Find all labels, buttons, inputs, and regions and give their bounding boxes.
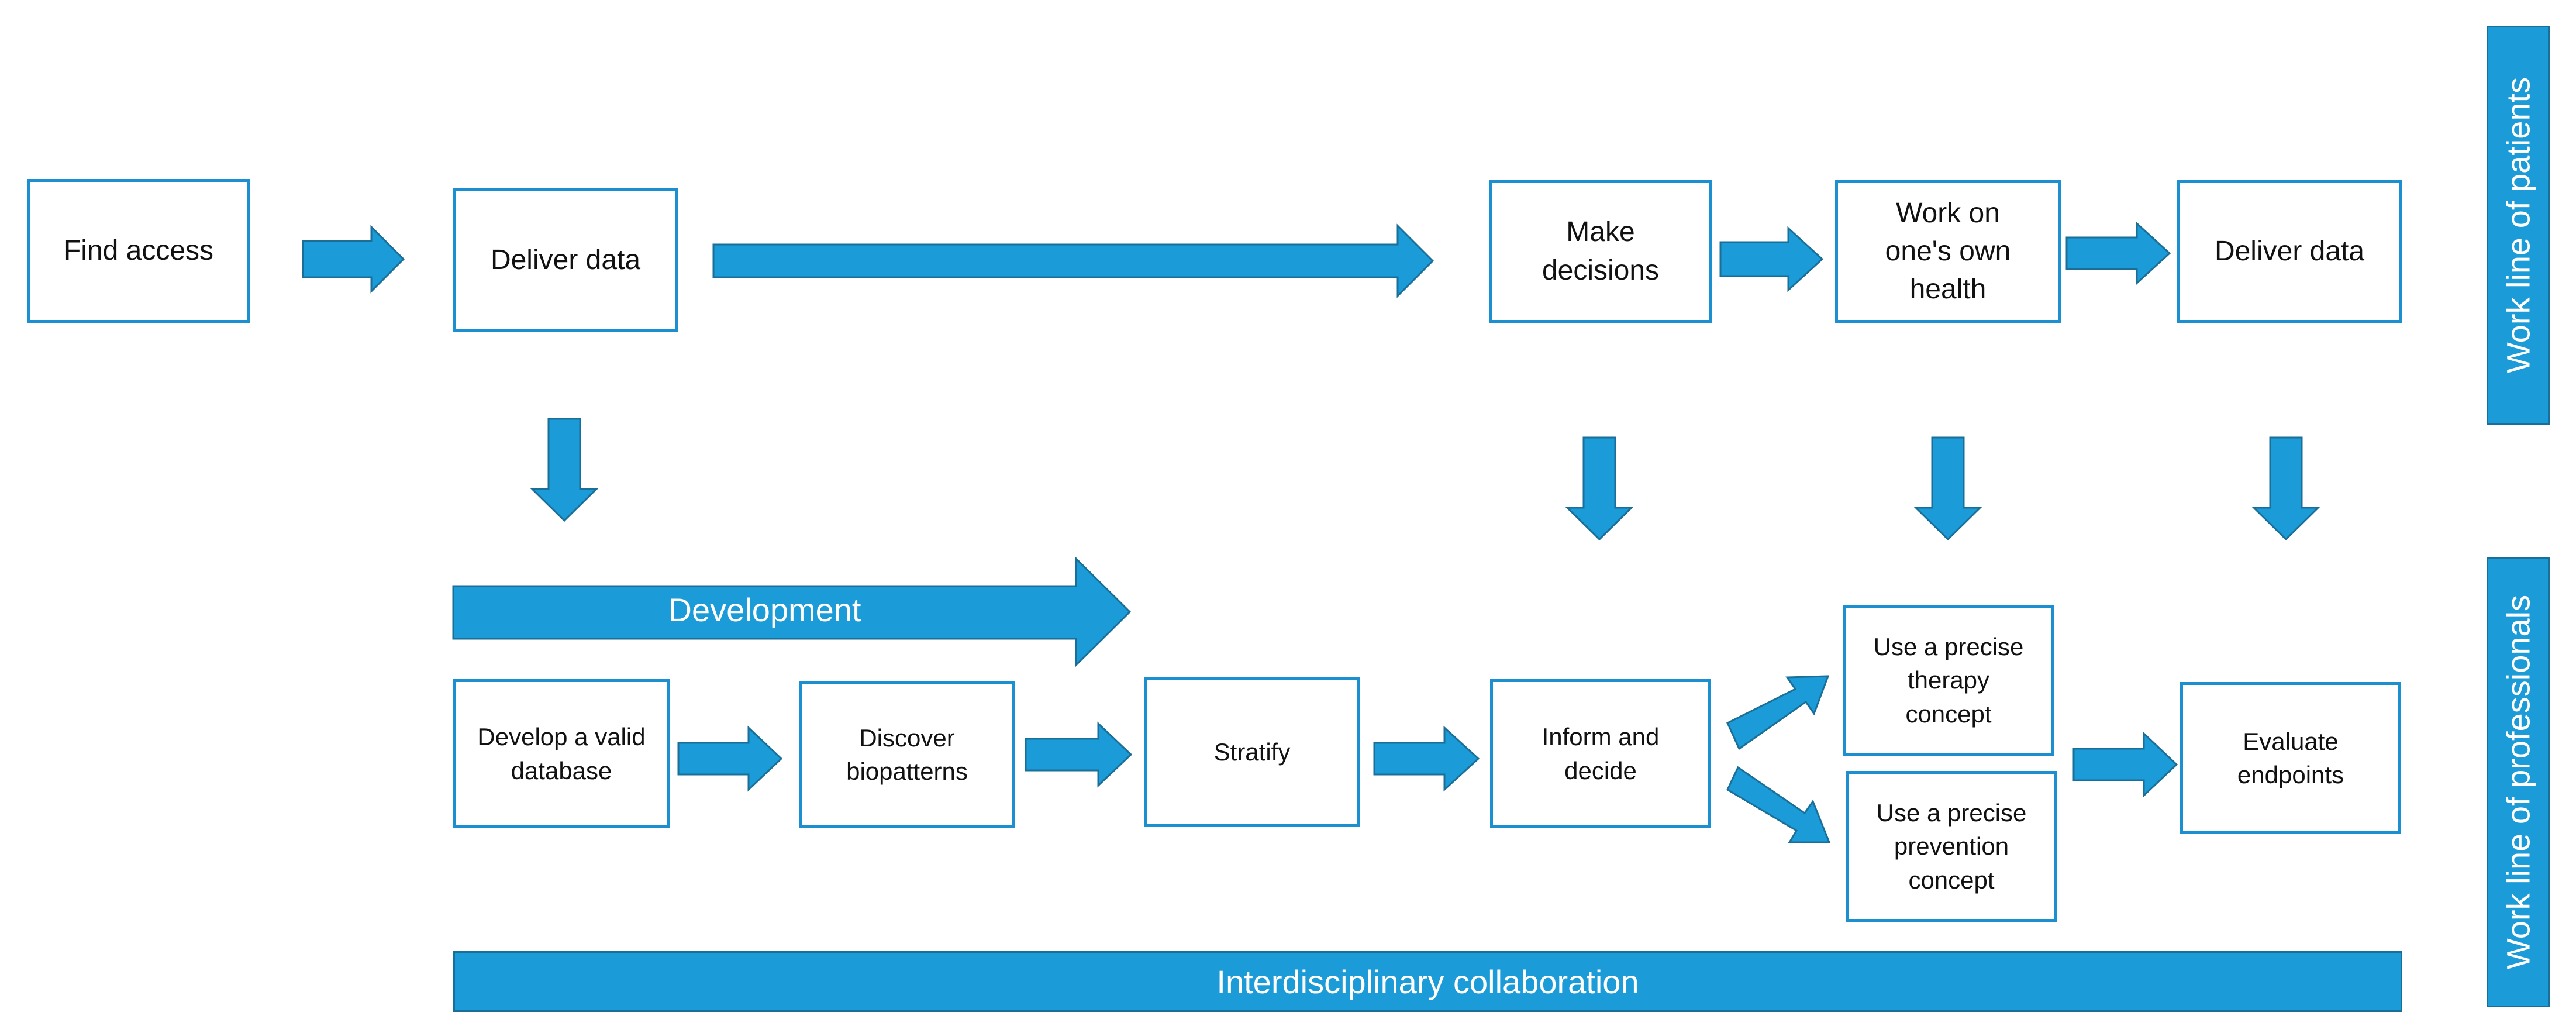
side-label-professionals: Work line of professionals — [2487, 557, 2550, 1007]
arrow-find-access-to-deliver-data — [302, 225, 405, 294]
box-work-on-health: Work on one's own health — [1835, 180, 2061, 323]
arrow-database-to-biopatterns — [677, 725, 783, 792]
arrow-make-decisions-down — [1565, 436, 1634, 541]
arrow-stratify-to-inform — [1373, 725, 1480, 792]
arrow-work-on-health-to-deliver-data — [2065, 221, 2171, 285]
box-develop-database: Develop a valid database — [453, 679, 670, 828]
box-label: Deliver data — [2214, 235, 2365, 267]
box-deliver-data-2: Deliver data — [2177, 180, 2402, 323]
box-find-access: Find access — [27, 179, 250, 323]
box-therapy-concept: Use a precise therapy concept — [1843, 605, 2054, 756]
box-label: Discover biopatterns — [846, 724, 968, 785]
collaboration-band: Interdisciplinary collaboration — [453, 951, 2402, 1012]
side-label-patients-text: Work line of patients — [2499, 77, 2537, 374]
arrow-concepts-to-evaluate — [2072, 731, 2178, 798]
box-prevention-concept: Use a precise prevention concept — [1846, 771, 2057, 922]
box-evaluate-endpoints: Evaluate endpoints — [2180, 682, 2401, 834]
box-make-decisions: Make decisions — [1489, 180, 1712, 323]
box-label: Stratify — [1213, 738, 1291, 766]
arrow-inform-to-prevention — [1726, 766, 1831, 843]
box-label: Use a precise therapy concept — [1873, 633, 2024, 728]
box-label: Deliver data — [490, 245, 641, 276]
arrow-biopatterns-to-stratify — [1025, 721, 1133, 788]
collaboration-label: Interdisciplinary collaboration — [1216, 963, 1639, 1000]
box-label: Develop a valid database — [477, 723, 646, 784]
box-discover-biopatterns: Discover biopatterns — [799, 681, 1015, 828]
development-arrow — [452, 556, 1132, 667]
side-label-patients: Work line of patients — [2487, 26, 2550, 425]
box-label: Evaluate endpoints — [2237, 727, 2344, 788]
box-stratify: Stratify — [1144, 677, 1360, 827]
box-inform-decide: Inform and decide — [1490, 679, 1711, 828]
box-label: Find access — [63, 235, 214, 267]
box-label: Work on one's own health — [1885, 197, 2011, 305]
arrow-work-on-health-down — [1913, 436, 1982, 541]
development-label: Development — [668, 591, 861, 628]
box-label: Use a precise prevention concept — [1876, 799, 2027, 894]
arrow-deliver-data-2-down — [2251, 436, 2320, 541]
arrow-inform-to-therapy — [1726, 675, 1830, 750]
arrow-make-decisions-to-work-on-health — [1719, 226, 1824, 292]
box-deliver-data: Deliver data — [453, 188, 678, 332]
side-label-professionals-text: Work line of professionals — [2499, 594, 2537, 970]
arrow-deliver-data-to-make-decisions — [712, 223, 1434, 298]
box-label: Inform and decide — [1542, 723, 1660, 784]
box-label: Make decisions — [1542, 216, 1660, 286]
arrow-deliver-data-down — [530, 418, 599, 522]
